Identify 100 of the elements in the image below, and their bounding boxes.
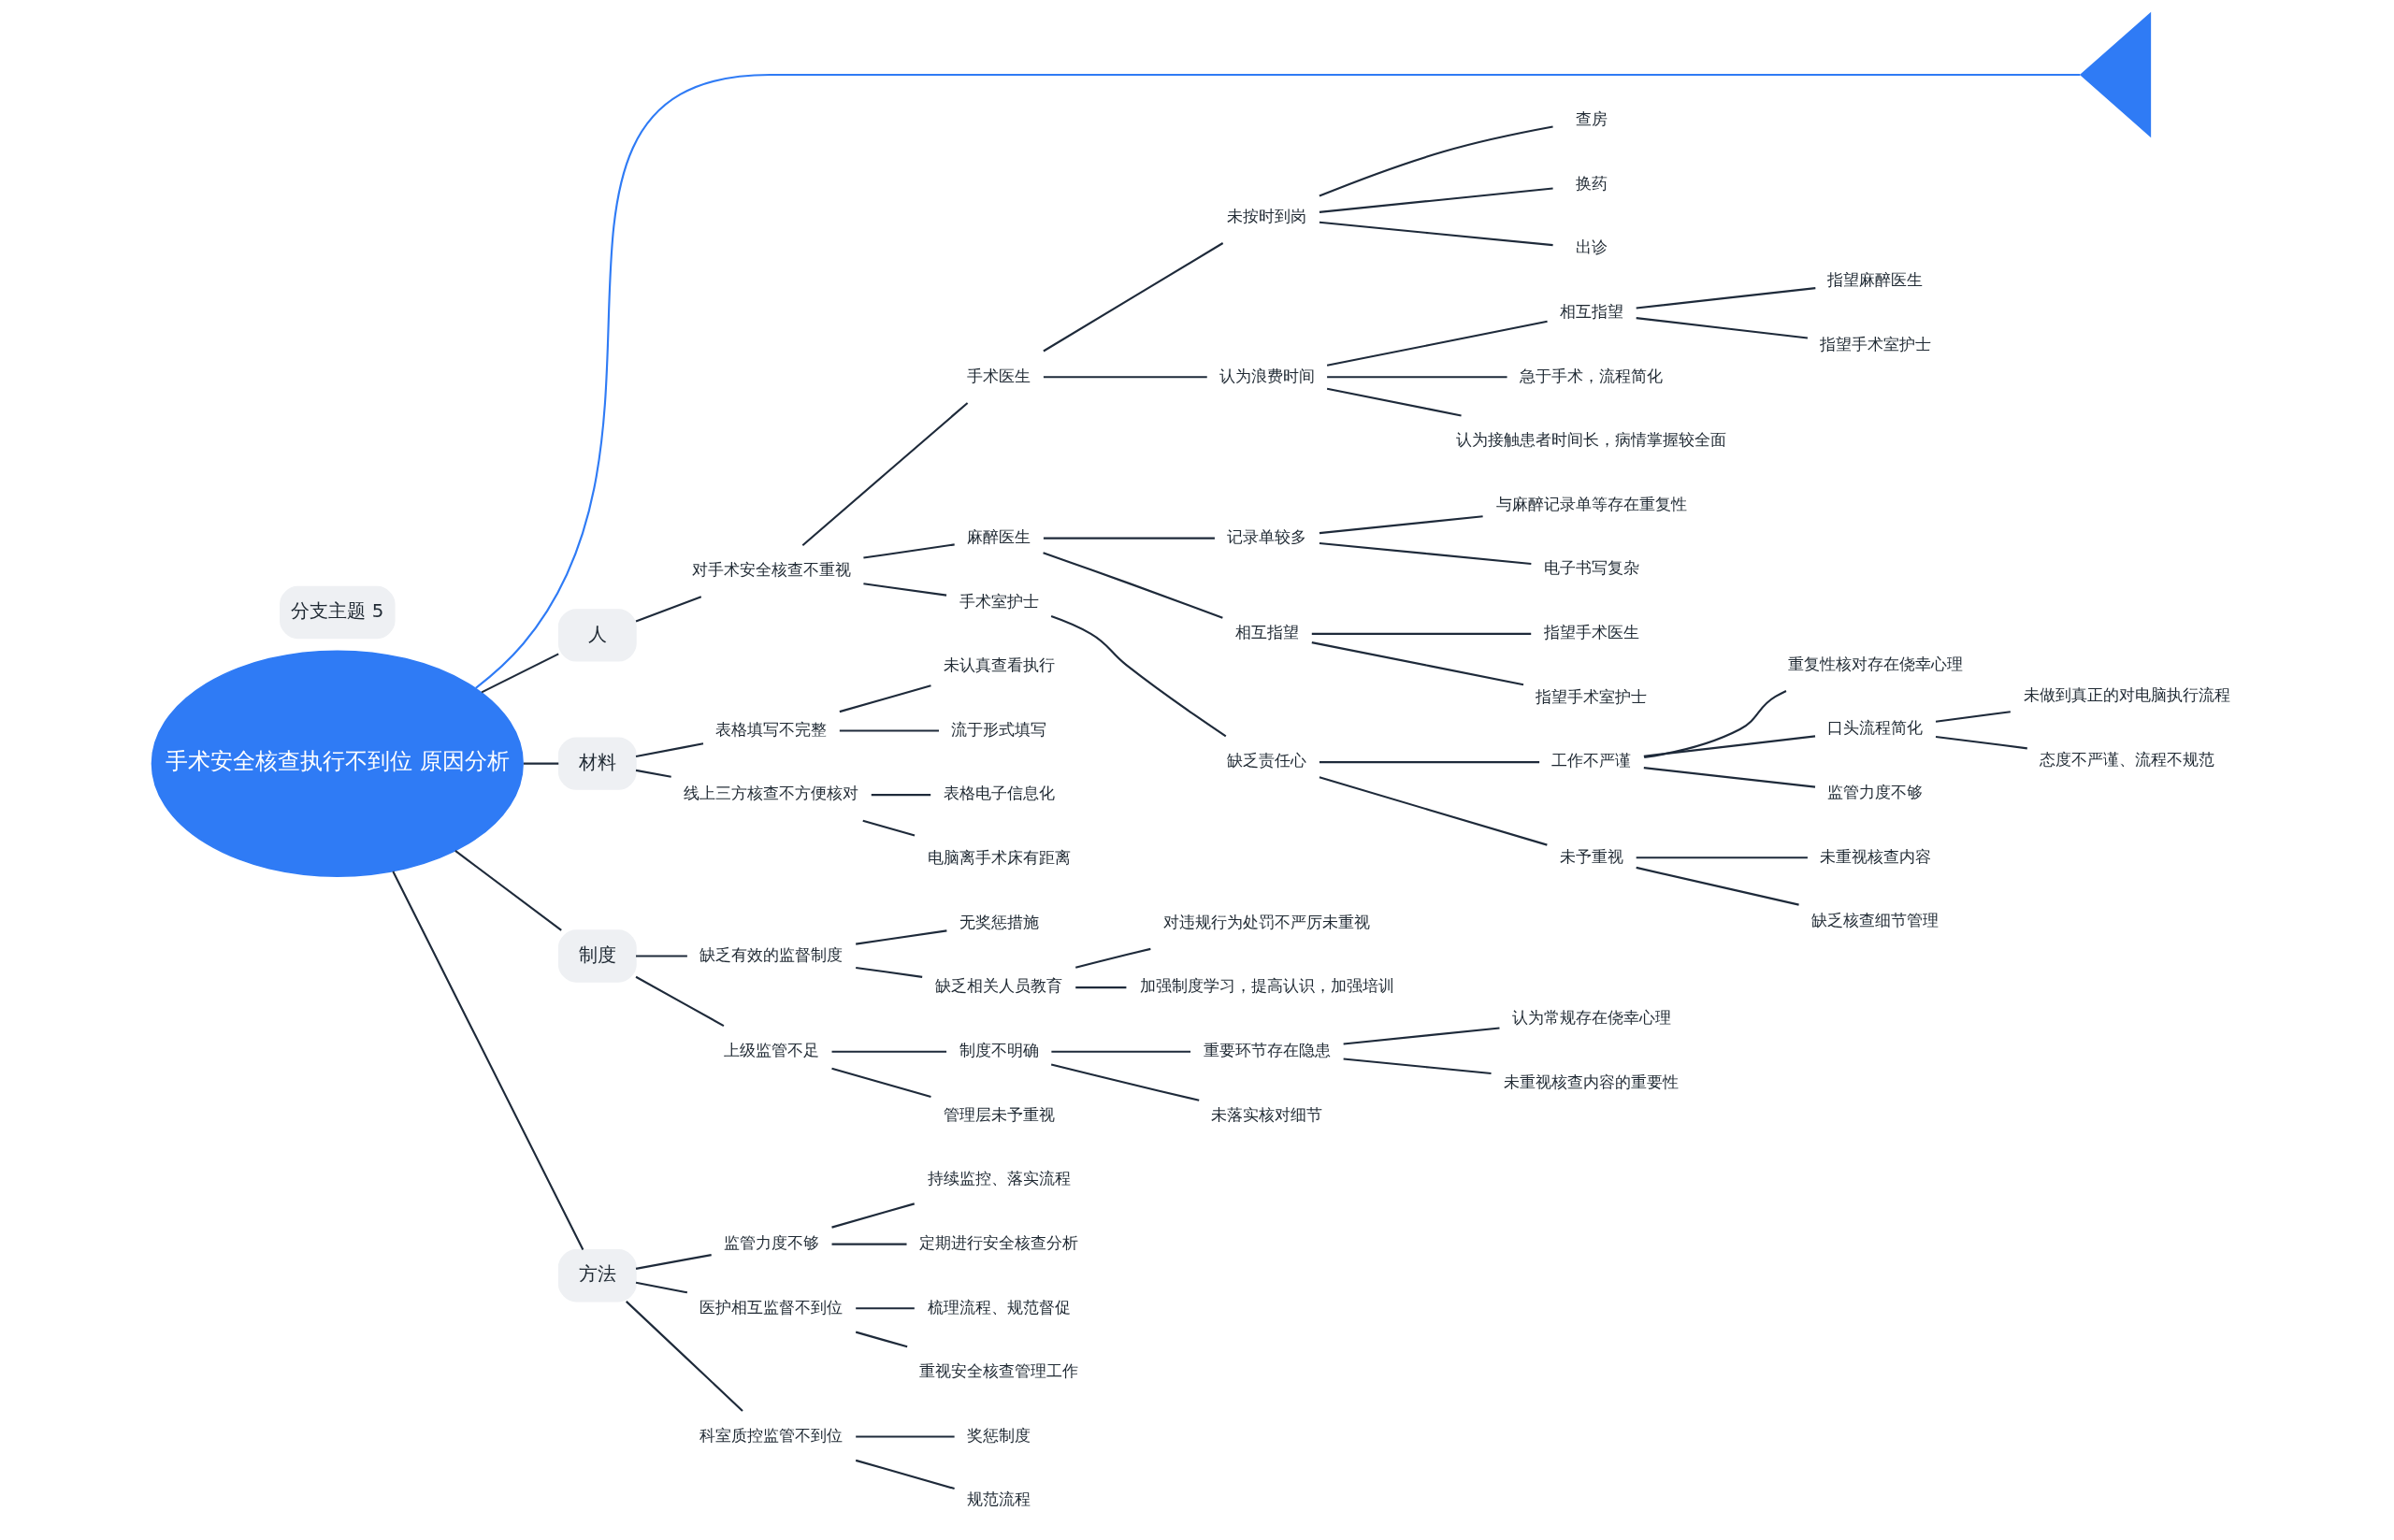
node-text: 急于手术，流程简化 bbox=[1519, 366, 1663, 385]
node-text: 缺乏相关人员教育 bbox=[934, 976, 1062, 996]
connector bbox=[1042, 552, 1223, 619]
node-text: 监管力度不够 bbox=[723, 1232, 819, 1252]
node-text: 未做到真正的对电脑执行流程 bbox=[2023, 685, 2230, 705]
connector bbox=[454, 850, 562, 931]
node-text: 定期进行安全核查分析 bbox=[918, 1232, 1078, 1252]
connector bbox=[1326, 387, 1462, 417]
node-text: 医护相互监督不到位 bbox=[699, 1297, 843, 1317]
connector bbox=[862, 583, 946, 597]
node-ellipse: 手术安全核查执行不到位 原因分析 bbox=[151, 650, 524, 877]
connector bbox=[1050, 615, 1226, 738]
node-box: 方法 bbox=[557, 1248, 637, 1303]
node-text: 相互指望 bbox=[1234, 623, 1299, 642]
connector bbox=[855, 1331, 907, 1348]
connector bbox=[625, 1301, 743, 1412]
node-text: 指望麻醉医生 bbox=[1826, 270, 1923, 290]
connector bbox=[1319, 761, 1539, 764]
connector bbox=[635, 955, 687, 957]
node-text: 监管力度不够 bbox=[1826, 782, 1923, 801]
node-text: 梳理流程、规范督促 bbox=[927, 1297, 1071, 1317]
node-box: 人 bbox=[557, 609, 637, 662]
connector bbox=[1319, 541, 1531, 566]
node-text: 未按时到岗 bbox=[1226, 206, 1306, 225]
node-text: 与麻醉记录单等存在重复性 bbox=[1495, 494, 1687, 513]
node-text: 制度不明确 bbox=[959, 1041, 1039, 1059]
connector bbox=[635, 1281, 687, 1294]
node-text: 科室质控监管不到位 bbox=[699, 1425, 843, 1445]
connector bbox=[474, 73, 2080, 689]
node-text: 缺乏有效的监督制度 bbox=[699, 944, 843, 964]
node-box: 制度 bbox=[557, 929, 637, 983]
connector bbox=[1636, 317, 1808, 339]
connector bbox=[861, 819, 915, 837]
connector bbox=[855, 1307, 915, 1310]
connector bbox=[635, 1254, 712, 1270]
connector bbox=[635, 596, 701, 623]
connector bbox=[635, 769, 671, 778]
connector bbox=[855, 1435, 955, 1438]
node-text: 手术医生 bbox=[966, 366, 1031, 385]
node-text: 缺乏核查细节管理 bbox=[1810, 911, 1939, 930]
connector bbox=[481, 653, 559, 694]
connector bbox=[855, 1459, 955, 1490]
node-text: 记录单较多 bbox=[1226, 526, 1306, 546]
connector bbox=[1643, 690, 1786, 759]
node-text: 流于形式填写 bbox=[950, 719, 1046, 739]
node-text: 指望手术室护士 bbox=[1535, 686, 1647, 706]
node-text: 态度不严谨、流程不规范 bbox=[2039, 749, 2214, 769]
connector bbox=[871, 794, 930, 797]
node-text: 对违规行为处罚不严厉未重视 bbox=[1162, 912, 1370, 931]
connector bbox=[1319, 776, 1548, 846]
node-text: 缺乏责任心 bbox=[1226, 751, 1306, 770]
connector bbox=[1636, 287, 1815, 309]
connector bbox=[391, 871, 584, 1250]
connector bbox=[1319, 125, 1553, 197]
node-text: 对手术安全核查不重视 bbox=[691, 560, 851, 579]
connector bbox=[1074, 986, 1126, 989]
node-text: 相互指望 bbox=[1559, 301, 1623, 321]
node-text: 换药 bbox=[1575, 173, 1608, 193]
node-text: 奖惩制度 bbox=[966, 1425, 1031, 1445]
node-text: 表格电子信息化 bbox=[943, 784, 1055, 803]
connector bbox=[1311, 641, 1523, 686]
node-text: 管理层未予重视 bbox=[943, 1104, 1055, 1124]
connector bbox=[1343, 1058, 1492, 1075]
node-text: 未认真查看执行 bbox=[943, 655, 1055, 675]
node-text: 认为接触患者时间长，病情掌握较全面 bbox=[1455, 430, 1726, 450]
node-text: 电脑离手术床有距离 bbox=[927, 848, 1071, 868]
connector bbox=[635, 742, 703, 758]
connector bbox=[831, 1050, 946, 1053]
connector bbox=[1636, 856, 1808, 859]
connector bbox=[839, 729, 939, 732]
connector bbox=[1311, 632, 1531, 635]
node-text: 未重视核查内容 bbox=[1819, 846, 1931, 866]
connector bbox=[1643, 735, 1815, 757]
node-text: 查房 bbox=[1575, 109, 1608, 129]
connector bbox=[1043, 376, 1207, 379]
connector bbox=[1326, 320, 1548, 367]
connector bbox=[855, 966, 922, 978]
node-text: 工作不严谨 bbox=[1550, 751, 1631, 770]
node-text: 规范流程 bbox=[966, 1490, 1031, 1509]
connector bbox=[1935, 735, 2027, 750]
node-text: 手术室护士 bbox=[959, 591, 1039, 611]
node-text: 未予重视 bbox=[1559, 846, 1623, 866]
node-text: 重视安全核查管理工作 bbox=[918, 1361, 1078, 1381]
connector bbox=[862, 543, 955, 559]
node-text: 未重视核查内容的重要性 bbox=[1503, 1072, 1679, 1091]
connector bbox=[635, 975, 724, 1028]
node-text: 无奖惩措施 bbox=[959, 912, 1039, 931]
node-text: 认为浪费时间 bbox=[1219, 366, 1315, 385]
connector bbox=[1043, 537, 1215, 540]
connector bbox=[830, 1067, 931, 1099]
connector bbox=[855, 929, 947, 945]
node-text: 麻醉医生 bbox=[966, 526, 1031, 546]
node-tail bbox=[2079, 11, 2151, 138]
node-text: 指望手术室护士 bbox=[1819, 335, 1931, 354]
connector bbox=[1319, 187, 1553, 213]
connector bbox=[830, 1202, 915, 1229]
connector bbox=[1319, 221, 1553, 247]
connector bbox=[831, 1243, 907, 1245]
node-text: 口头流程简化 bbox=[1826, 718, 1923, 738]
connector bbox=[1050, 1063, 1199, 1101]
